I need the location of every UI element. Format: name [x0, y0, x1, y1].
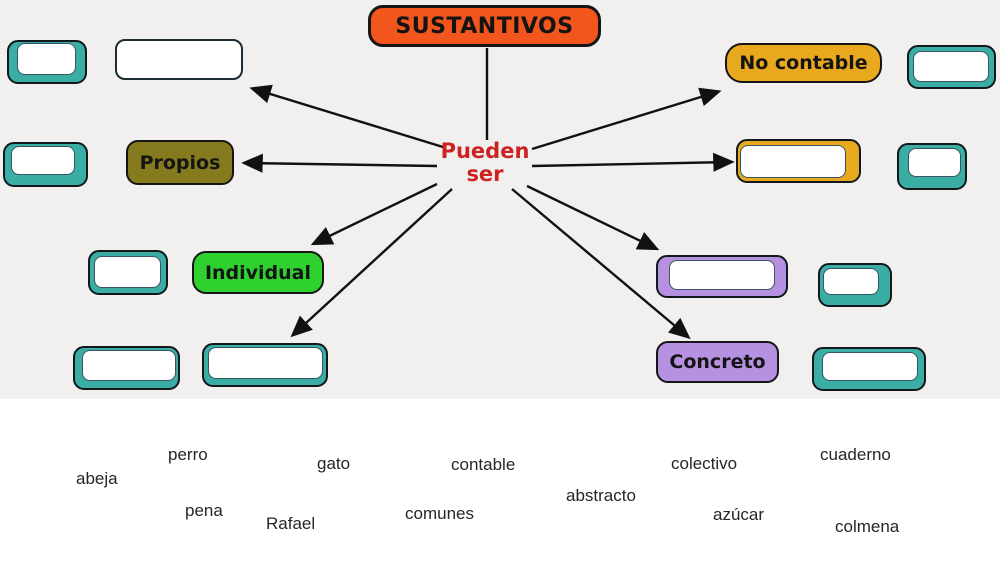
drop-slot-left-of-individual[interactable] [88, 250, 168, 295]
word-contable[interactable]: contable [451, 455, 516, 474]
drop-slot-bottom-left-small[interactable] [73, 346, 180, 390]
node-propios: Propios [126, 140, 234, 185]
connector-arrows [241, 48, 735, 340]
drop-slot-right-of-no-contable[interactable] [907, 45, 996, 89]
drop-slot-field [17, 43, 76, 75]
drop-slot-field [208, 347, 323, 379]
drop-slot-gold-answer[interactable] [736, 139, 861, 183]
node-no-contable: No contable [725, 43, 882, 83]
word-rafael[interactable]: Rafael [266, 514, 316, 533]
word-abstracto[interactable]: abstracto [566, 486, 636, 505]
word-comunes[interactable]: comunes [405, 504, 474, 523]
drop-slot-purple-answer[interactable] [656, 255, 788, 298]
title-node: SUSTANTIVOS [368, 5, 601, 47]
drop-slot-field [11, 146, 75, 175]
drop-slot-row3-right-small[interactable] [818, 263, 892, 307]
drop-slot-field [908, 148, 961, 177]
drop-slot-field [913, 51, 989, 82]
word-colectivo[interactable]: colectivo [671, 454, 738, 473]
word-colmena[interactable]: colmena [835, 517, 900, 536]
word-abeja[interactable]: abeja [76, 469, 118, 488]
word-gato[interactable]: gato [317, 454, 351, 473]
word-perro[interactable]: perro [168, 445, 208, 464]
center-label: Pueden ser [440, 139, 530, 187]
drop-slot-top-left-wide[interactable] [115, 39, 243, 80]
drop-slot-field [82, 350, 176, 381]
drop-slot-field [740, 145, 846, 178]
drop-slot-field [823, 268, 879, 295]
drop-slot-field [94, 256, 161, 288]
word-pena[interactable]: pena [185, 501, 223, 520]
drop-slot-mid-right-small[interactable] [897, 143, 967, 190]
node-individual: Individual [192, 251, 324, 294]
drop-slot-top-left-small[interactable] [7, 40, 87, 84]
drop-slot-bottom-left-wide[interactable] [202, 343, 328, 387]
drop-slot-field [669, 260, 775, 290]
node-concreto: Concreto [656, 341, 779, 383]
word-cuaderno[interactable]: cuaderno [820, 445, 891, 464]
mind-map-area: SUSTANTIVOS Pueden ser No contable Propi… [0, 0, 1000, 399]
drop-slot-field [822, 352, 918, 381]
drop-slot-right-of-concreto[interactable] [812, 347, 926, 391]
word-azucar[interactable]: azúcar [713, 505, 765, 524]
drop-slot-mid-left-small[interactable] [3, 142, 88, 187]
